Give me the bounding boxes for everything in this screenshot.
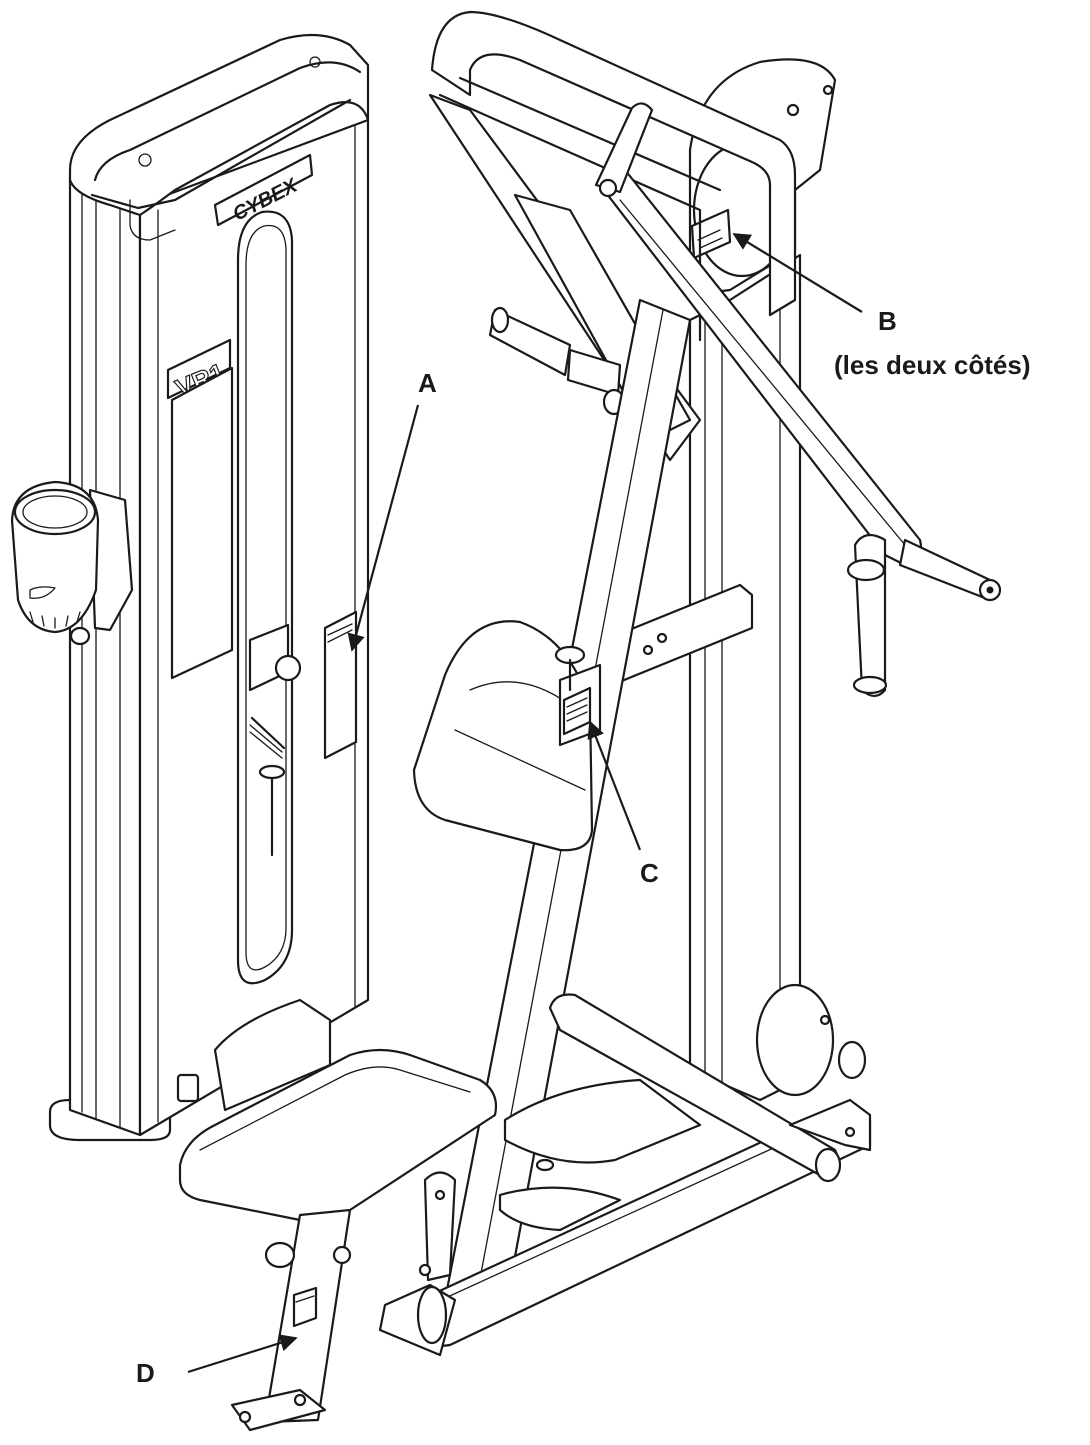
callout-d-leader xyxy=(187,1334,298,1374)
callout-b-sublabel: (les deux côtés) xyxy=(834,350,1031,380)
callout-a-label: A xyxy=(418,368,437,398)
weight-stack-tower: CYBEX VR1 xyxy=(48,33,370,1142)
callout-b-leader xyxy=(732,233,863,313)
callout-a-leader xyxy=(347,404,420,652)
accessory-cup-holder xyxy=(10,480,134,646)
seat-assembly xyxy=(178,298,692,1432)
callout-b-label: B xyxy=(878,306,897,336)
callout-d-label: D xyxy=(136,1358,155,1388)
callout-c-label: C xyxy=(640,858,659,888)
base-frame xyxy=(213,993,872,1357)
callout-c-leader xyxy=(587,720,642,851)
